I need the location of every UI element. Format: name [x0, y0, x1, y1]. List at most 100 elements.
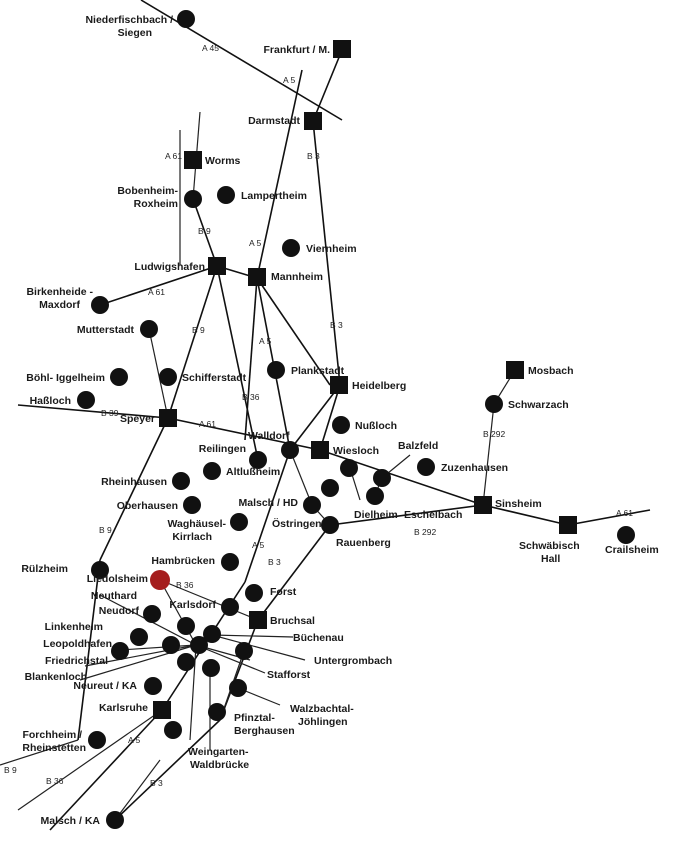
town-marker-walldorf[interactable]: [281, 441, 299, 459]
town-marker-liedolsheim-highlighted[interactable]: [150, 570, 170, 590]
city-marker-speyer[interactable]: [159, 409, 177, 427]
road-b292-north: [482, 403, 495, 506]
town-marker-walzbachtal[interactable]: [229, 679, 247, 697]
town-marker-eschelbach[interactable]: [366, 487, 384, 505]
road-label-b36-upper: B 36: [242, 392, 260, 402]
town-marker-neureut[interactable]: [144, 677, 162, 695]
road-walldorf-heidelberg: [289, 384, 341, 451]
town-marker-forchheim[interactable]: [88, 731, 106, 749]
label-blankenloch: Blankenloch: [25, 671, 87, 683]
town-marker-schifferstadt[interactable]: [159, 368, 177, 386]
road-label-b39: B 39: [101, 408, 119, 418]
road-b9-lower: [99, 417, 169, 561]
road-label-b9-sw: B 9: [4, 765, 17, 775]
town-marker-zuzenhausen[interactable]: [417, 458, 435, 476]
town-marker-balzfeld-node[interactable]: [340, 459, 358, 477]
town-marker-neudorf[interactable]: [143, 605, 161, 623]
town-marker-niederfischbach[interactable]: [177, 10, 195, 28]
town-marker-plankstadt[interactable]: [267, 361, 285, 379]
city-marker-heidelberg[interactable]: [330, 376, 348, 394]
label-ruelzheim: Rülzheim: [21, 563, 68, 575]
road-b9-mid: [167, 265, 218, 419]
town-marker-linkenheim[interactable]: [130, 628, 148, 646]
town-marker-nussloch[interactable]: [332, 416, 350, 434]
town-marker-oestringen[interactable]: [321, 516, 339, 534]
town-marker-oberhausen[interactable]: [183, 496, 201, 514]
town-marker-hub-west[interactable]: [162, 636, 180, 654]
town-marker-buechenau-node[interactable]: [203, 625, 221, 643]
town-marker-karlsdorf[interactable]: [221, 598, 239, 616]
road-a5-lower: [244, 449, 291, 583]
label-malsch-ka: Malsch / KA: [40, 815, 100, 827]
label-forchheim-2: Rheinstetten: [22, 742, 86, 754]
town-marker-waghaeusel[interactable]: [230, 513, 248, 531]
town-marker-malsch-hd[interactable]: [303, 496, 321, 514]
label-boehl: Böhl- Iggelheim: [26, 372, 105, 384]
town-marker-crailsheim[interactable]: [617, 526, 635, 544]
road-b292: [329, 504, 484, 526]
road-b36: [244, 277, 258, 441]
town-marker-balzfeld[interactable]: [373, 469, 391, 487]
city-marker-sinsheim[interactable]: [474, 496, 492, 514]
road-label-b3-mid: B 3: [330, 320, 343, 330]
town-marker-forst[interactable]: [245, 584, 263, 602]
town-marker-malsch-ka[interactable]: [106, 811, 124, 829]
label-birkenheide-1: Birkenheide -: [26, 286, 93, 298]
city-marker-darmstadt[interactable]: [304, 112, 322, 130]
town-marker-reilingen[interactable]: [249, 451, 267, 469]
city-marker-karlsruhe[interactable]: [153, 701, 171, 719]
town-marker-altlussheim[interactable]: [203, 462, 221, 480]
road-label-b292-east: B 292: [483, 429, 505, 439]
label-bruchsal: Bruchsal: [270, 615, 315, 627]
city-marker-worms[interactable]: [184, 151, 202, 169]
town-marker-viernheim[interactable]: [282, 239, 300, 257]
town-marker-neuthard[interactable]: [177, 617, 195, 635]
label-mutterstadt: Mutterstadt: [77, 324, 135, 336]
town-marker-dielheim-node[interactable]: [321, 479, 339, 497]
town-marker-birkenheide[interactable]: [91, 296, 109, 314]
city-marker-schwaebisch-hall[interactable]: [559, 516, 577, 534]
town-marker-rheinhausen[interactable]: [172, 472, 190, 490]
label-niederfischbach: Niederfischbach /: [85, 14, 173, 26]
road-network: [0, 0, 651, 831]
town-marker-hassloch[interactable]: [77, 391, 95, 409]
town-marker-boehl[interactable]: [110, 368, 128, 386]
road-mutterstadt-speyer: [148, 328, 169, 419]
place-labels: Niederfischbach / Siegen Frankfurt / M. …: [21, 14, 658, 827]
label-zuzenhausen: Zuzenhausen: [441, 462, 508, 474]
town-marker-pfinztal[interactable]: [208, 703, 226, 721]
city-marker-mosbach[interactable]: [506, 361, 524, 379]
road-label-a61-mid: A 61: [148, 287, 165, 297]
city-marker-frankfurt[interactable]: [333, 40, 351, 58]
town-marker-leopoldshafen[interactable]: [111, 642, 129, 660]
city-marker-bruchsal[interactable]: [249, 611, 267, 629]
town-marker-untergrombach[interactable]: [235, 642, 253, 660]
label-bobenheim-1: Bobenheim-: [117, 185, 178, 197]
label-friedrichstal: Friedrichstal: [45, 655, 108, 667]
label-altlussheim: Altlußheim: [226, 466, 280, 478]
town-marker-hambruecken[interactable]: [221, 553, 239, 571]
road-label-a5-north: A 5: [283, 75, 296, 85]
label-schwarzach: Schwarzach: [508, 399, 569, 411]
town-marker-weingarten[interactable]: [164, 721, 182, 739]
label-pfinztal-1: Pfinztal-: [234, 712, 275, 724]
road-labels: A 45 A 5 B 3 A 61 B 9 A 5 A 61 B 9 B 3 A…: [4, 43, 633, 788]
label-walzbachtal-2: Jöhlingen: [298, 716, 348, 728]
town-marker-hub-center[interactable]: [190, 636, 208, 654]
town-marker-lampertheim[interactable]: [217, 186, 235, 204]
label-stafforst: Stafforst: [267, 669, 311, 681]
road-liedolsheim: [159, 579, 197, 646]
city-marker-mannheim[interactable]: [248, 268, 266, 286]
label-birkenheide-2: Maxdorf: [39, 299, 80, 311]
town-marker-mutterstadt[interactable]: [140, 320, 158, 338]
road-lu-south: [216, 265, 259, 461]
town-marker-ruelzheim[interactable]: [91, 561, 109, 579]
city-marker-ludwigshafen[interactable]: [208, 257, 226, 275]
road-label-a5-mid: A 5: [249, 238, 262, 248]
city-marker-wiesloch[interactable]: [311, 441, 329, 459]
town-marker-schwarzach[interactable]: [485, 395, 503, 413]
town-marker-bobenheim[interactable]: [184, 190, 202, 208]
town-marker-stafforst-node[interactable]: [202, 659, 220, 677]
town-marker-friedrichstal[interactable]: [177, 653, 195, 671]
road-label-b292-south: B 292: [414, 527, 436, 537]
